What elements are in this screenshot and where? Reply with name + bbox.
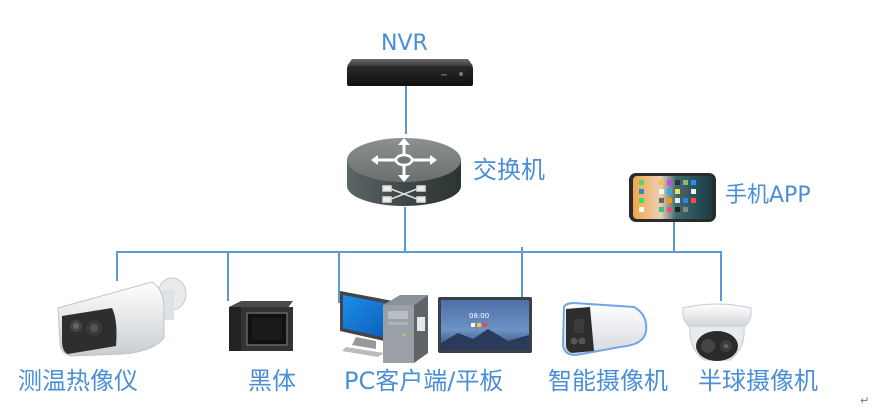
wire-drop-pc [338,251,340,303]
smartphone-icon [628,172,717,223]
tablet-clock: 08:00 [469,312,489,320]
wire-switch-bus [404,207,406,253]
wire-drop-dome-camera [720,251,722,301]
wire-bus-horizontal [116,251,722,253]
dome-camera-icon [680,302,754,364]
paragraph-mark: ↵ [860,394,870,407]
wire-nvr-switch [405,86,407,134]
smart-camera-label: 智能摄像机 [548,367,668,395]
blackbody-label: 黑体 [248,367,296,395]
phone-label: 手机APP [725,183,811,208]
switch-label: 交换机 [473,156,545,184]
thermal-camera-label: 测温热像仪 [18,367,138,395]
wire-drop-blackbody [227,251,229,301]
wire-phone-bus [673,222,675,252]
dome-camera-label: 半球摄像机 [698,367,818,395]
pc-and-tablet-icon: 08:00 [338,287,533,365]
bullet-camera-icon [560,301,650,357]
blackbody-device-icon [227,299,295,353]
thermal-bullet-camera-icon [52,268,192,360]
network-switch-icon [345,132,463,210]
wire-drop-smart-camera [521,247,523,303]
nvr-recorder-icon [346,57,474,89]
wire-drop-thermal-camera [116,251,118,281]
nvr-label: NVR [381,31,428,56]
pc-tablet-label: PC客户端/平板 [344,367,504,395]
